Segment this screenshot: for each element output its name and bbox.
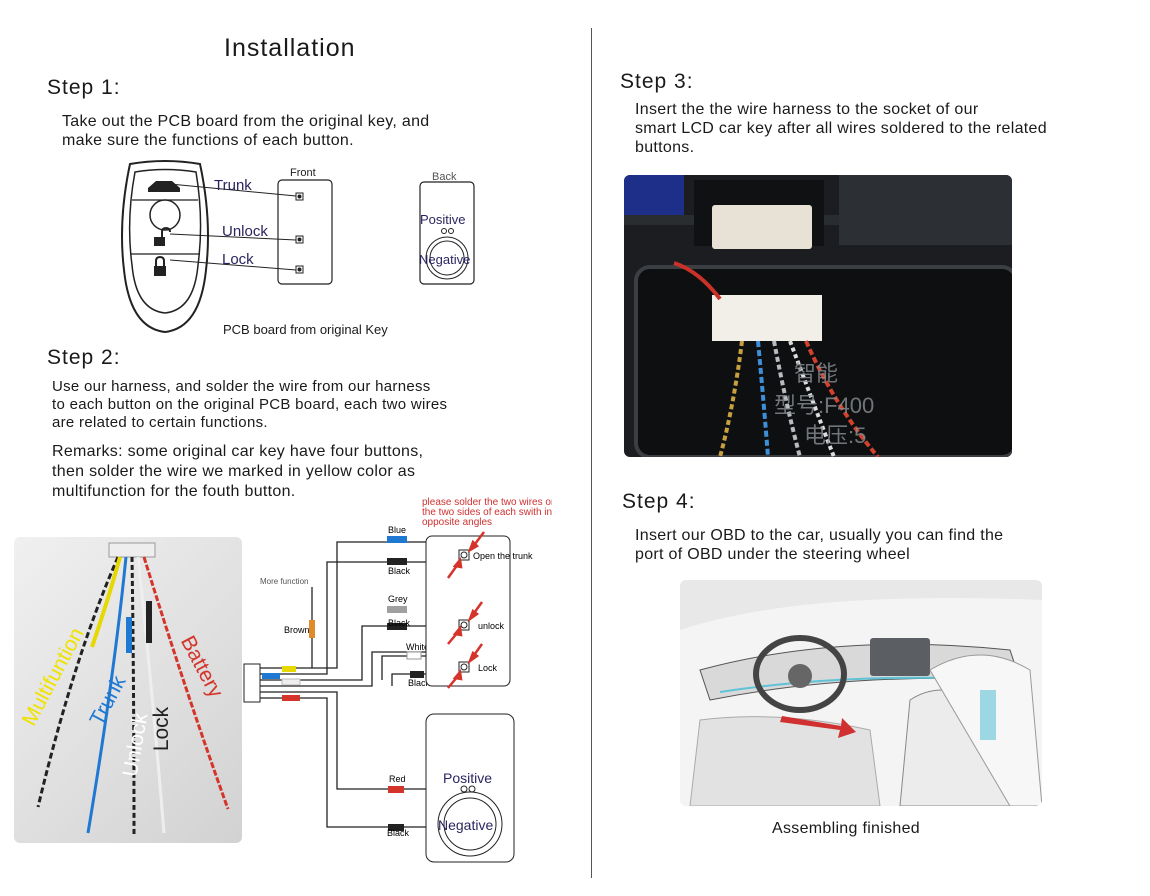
wiring-negative-label: Negative [438, 817, 493, 833]
back-label: Back [432, 171, 457, 183]
step2-remarks: Remarks: some original car key have four… [52, 443, 424, 500]
more-function-label: More function [260, 577, 308, 586]
wiring-pcb-front [425, 535, 511, 687]
step3-text: Insert the the wire harness to the socke… [635, 101, 1047, 156]
pcb-front [277, 179, 333, 285]
socket-chars: 智能 [794, 361, 838, 386]
lock-switch-label: Lock [478, 663, 498, 673]
harness-connector [243, 663, 261, 703]
lock-label: Lock [222, 251, 254, 268]
socket-voltage: 电压:5 [804, 423, 866, 448]
front-label: Front [290, 167, 316, 179]
blue-wire-mark [387, 536, 407, 543]
step2-text: Use our harness, and solder the wire fro… [52, 378, 448, 431]
step4-title: Step 4: [622, 490, 696, 513]
wiring-note-1: please solder the two wires on [422, 497, 552, 508]
step3-title: Step 3: [620, 70, 694, 93]
harness-photo: Multifuntion Trunk Unlock Lock Battery [14, 537, 242, 843]
lock-wire-label: Lock [150, 706, 174, 752]
wiring-positive-label: Positive [443, 770, 492, 786]
unlock-icon [154, 226, 171, 246]
negative-label: Negative [419, 252, 470, 267]
car-interior-photo [680, 580, 1042, 806]
unlock-label: Unlock [222, 223, 268, 240]
black-label-4: Black [387, 828, 410, 838]
brown-wire-mark [309, 620, 315, 638]
unlock-switch-label: unlock [478, 621, 505, 631]
wiring-diagram: please solder the two wires on the two s… [243, 497, 552, 863]
positive-label: Positive [420, 212, 466, 227]
pcb-caption: PCB board from original Key [223, 322, 388, 337]
wiring-note-3: opposite angles [422, 517, 492, 528]
open-trunk-label: Open the trunk [473, 551, 533, 561]
solder-arrows [446, 531, 485, 689]
wiring-note-2: the two sides of each swith in [422, 507, 552, 518]
red-wire-mark [388, 786, 404, 793]
black-wire-mark [387, 558, 407, 565]
assembling-caption: Assembling finished [772, 820, 920, 837]
trunk-label: Trunk [214, 177, 252, 194]
grey-label: Grey [388, 594, 408, 604]
column-divider [591, 28, 592, 878]
socket-model: 型号:F400 [774, 393, 874, 418]
installation-title: Installation [224, 34, 356, 62]
step1-text: Take out the PCB board from the original… [62, 113, 430, 149]
step1-title: Step 1: [47, 76, 121, 99]
step4-text: Insert our OBD to the car, usually you c… [635, 527, 1004, 563]
socket-photo: 智能 型号:F400 电压:5 [624, 175, 1012, 457]
black-label-3: Black [408, 678, 431, 688]
black-label-2: Black [388, 618, 411, 628]
black-label-1: Black [388, 566, 411, 576]
key-pcb-diagram: Front Trunk Unlock Lock Back Positive Ne… [121, 160, 475, 334]
step2-title: Step 2: [47, 346, 121, 369]
obd-arrow-icon [780, 716, 856, 738]
red-label: Red [389, 774, 406, 784]
grey-wire-mark [387, 606, 407, 613]
blue-label: Blue [388, 525, 406, 535]
lock-icon [154, 255, 166, 276]
brown-label: Brown [284, 625, 310, 635]
white-label: White [406, 642, 429, 652]
